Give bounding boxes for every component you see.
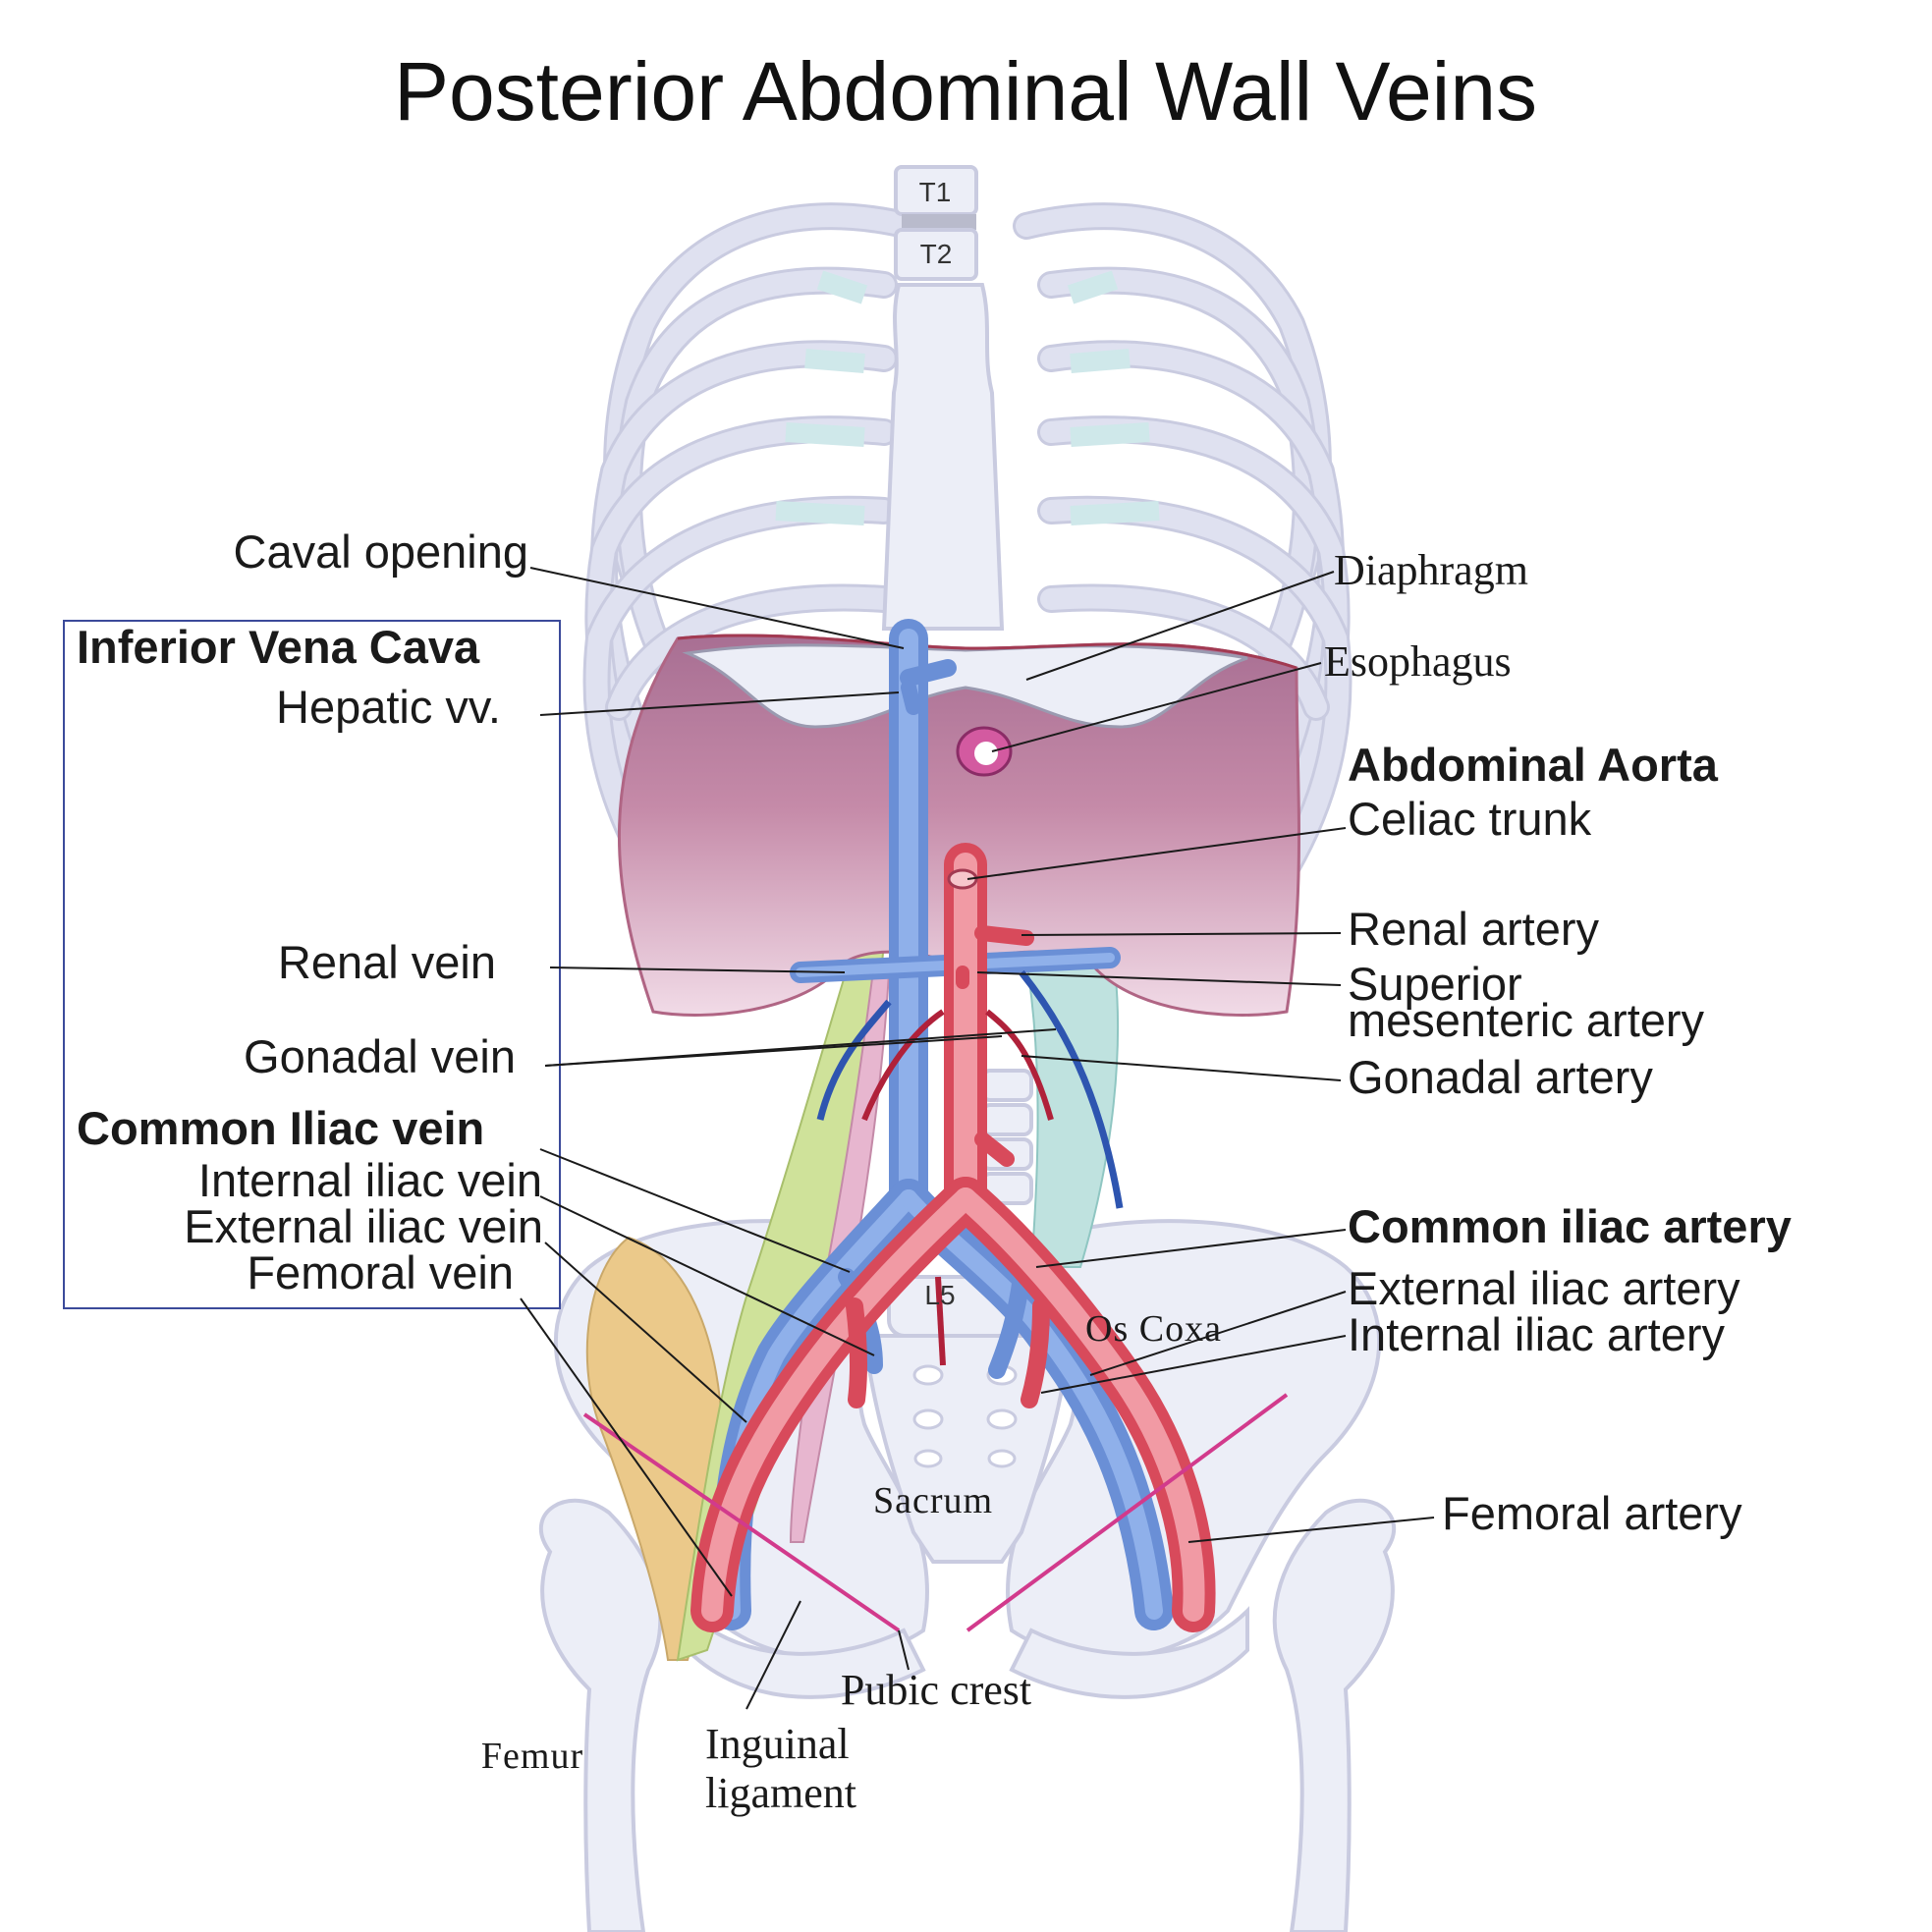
veins-label-box (63, 620, 561, 1309)
label-l5: L5 (924, 1280, 955, 1310)
abdominal-aorta (690, 843, 1216, 1632)
label-inguinal-line1: Inguinal (705, 1720, 850, 1768)
label-common-iliac-artery: Common iliac artery (1348, 1200, 1792, 1252)
vertebra-t2-label: T2 (920, 239, 953, 269)
label-sma-line1: Superior (1348, 958, 1522, 1010)
diaphragm (617, 634, 1300, 1017)
label-gonadal-vein: Gonadal vein (244, 1030, 516, 1082)
label-femur: Femur (481, 1736, 583, 1777)
label-internal-iliac-vein: Internal iliac vein (198, 1154, 542, 1206)
label-diaphragm: Diaphragm (1334, 546, 1528, 594)
label-os-coxa: Os Coxa (1085, 1308, 1222, 1350)
label-ivc-heading: Inferior Vena Cava (77, 621, 480, 673)
label-aorta-heading: Abdominal Aorta (1348, 739, 1719, 791)
vertebra-t1-label: T1 (919, 177, 952, 207)
label-celiac-trunk: Celiac trunk (1348, 793, 1592, 845)
rib-cage (582, 202, 1352, 898)
inguinal-ligaments (582, 1393, 1289, 1632)
label-external-iliac-vein: External iliac vein (184, 1200, 543, 1252)
label-renal-vein: Renal vein (278, 936, 496, 988)
label-common-iliac-vein: Common Iliac vein (77, 1102, 484, 1154)
label-hepatic-veins: Hepatic vv. (276, 681, 501, 733)
label-gonadal-artery: Gonadal artery (1348, 1051, 1653, 1103)
label-internal-iliac-artery: Internal iliac artery (1348, 1308, 1725, 1360)
femurs (538, 1498, 1397, 1932)
label-renal-artery: Renal artery (1348, 903, 1599, 955)
diagram-title: Posterior Abdominal Wall Veins (394, 45, 1537, 138)
spine (881, 165, 1058, 1338)
label-pubic-crest: Pubic crest (841, 1666, 1031, 1714)
label-caval-opening: Caval opening (234, 525, 529, 578)
label-femoral-vein: Femoral vein (247, 1246, 514, 1298)
label-esophagus: Esophagus (1324, 637, 1512, 686)
label-external-iliac-artery: External iliac artery (1348, 1262, 1740, 1314)
label-sacrum: Sacrum (873, 1480, 993, 1521)
leader-lines (520, 567, 1435, 1710)
esophagus (956, 726, 1013, 777)
label-inguinal-line2: ligament (705, 1769, 856, 1817)
label-sma-line2: mesenteric artery (1348, 994, 1705, 1046)
label-femoral-artery: Femoral artery (1442, 1487, 1742, 1539)
